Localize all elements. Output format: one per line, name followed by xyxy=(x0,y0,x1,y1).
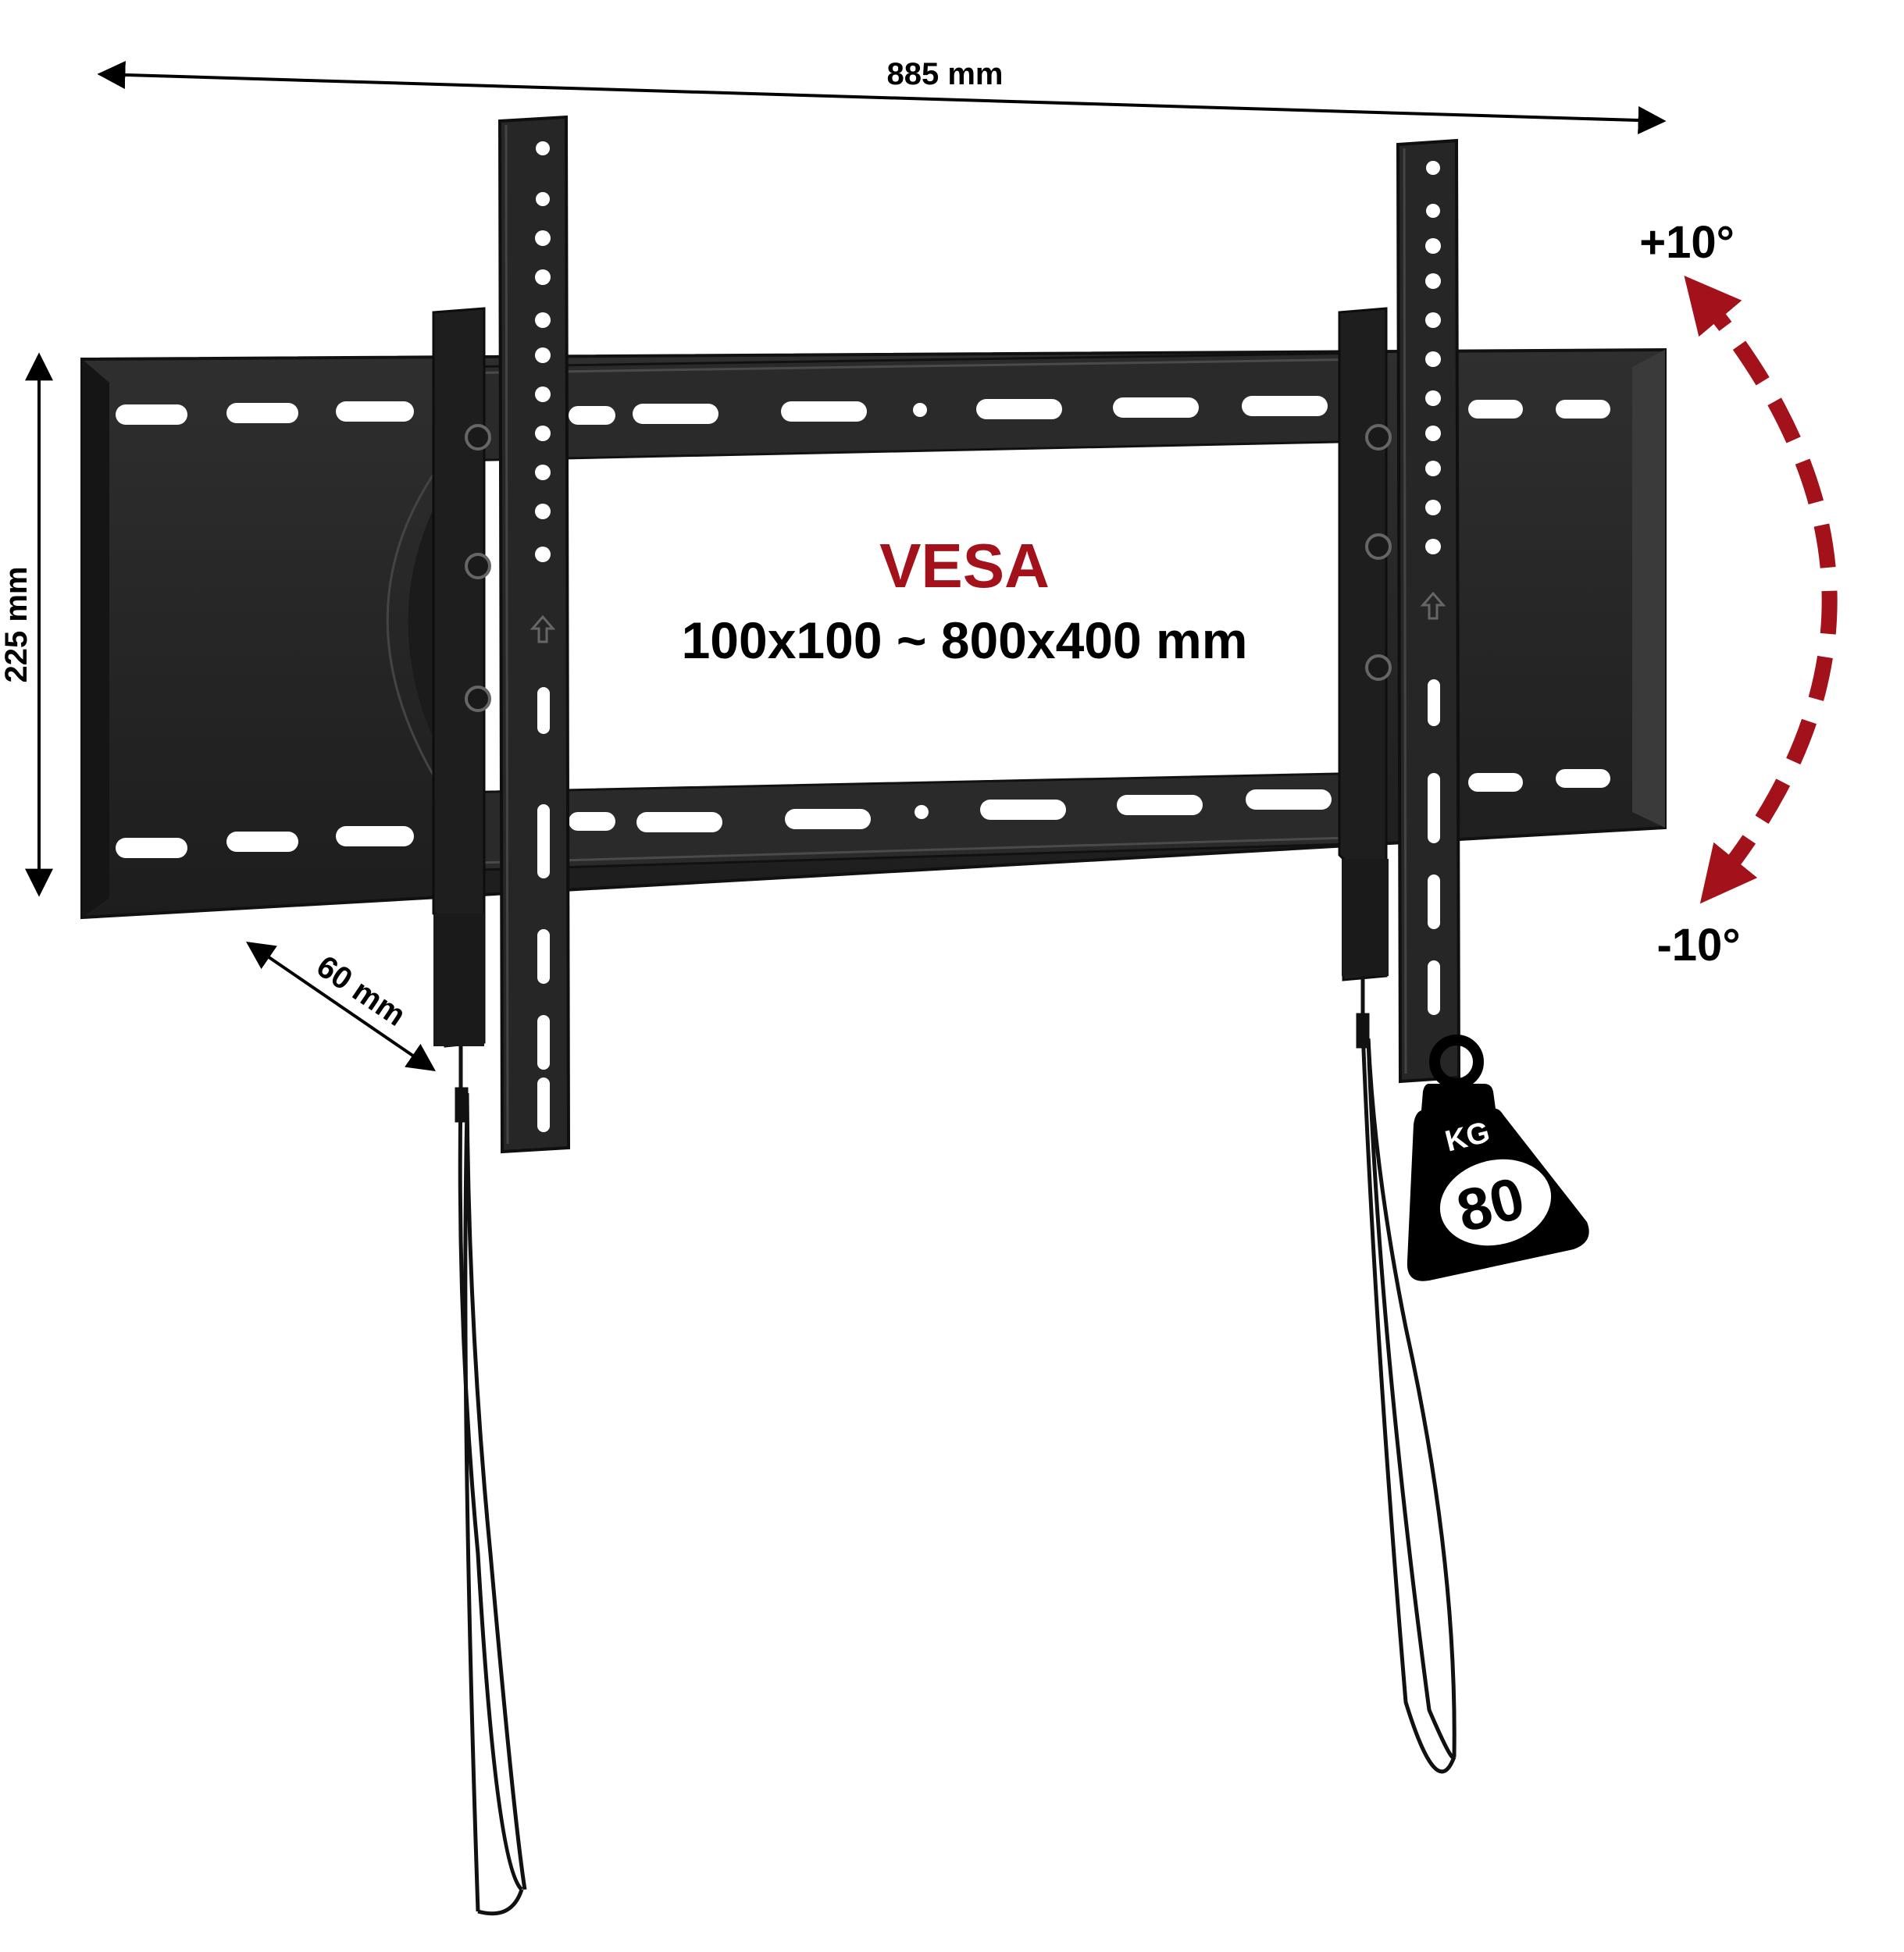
right-pull-cord xyxy=(1356,976,1457,1774)
tilt-down-label: -10° xyxy=(1656,920,1740,971)
height-label: 225 mm xyxy=(0,567,34,683)
load-value: 80 xyxy=(1451,1165,1531,1245)
width-dimension: 885 mm xyxy=(97,57,1667,135)
tilt-range-indicator: +10° -10° xyxy=(1639,217,1838,971)
vesa-title: VESA xyxy=(879,531,1050,600)
width-label: 885 mm xyxy=(887,57,1004,91)
vesa-specification: VESA 100x100 ~ 800x400 mm xyxy=(682,531,1248,669)
weight-icon xyxy=(1407,1035,1589,1281)
tilt-up-label: +10° xyxy=(1639,217,1735,268)
depth-dimension: 60 mm xyxy=(246,941,436,1072)
left-pull-cord xyxy=(455,1046,527,1916)
vesa-range: 100x100 ~ 800x400 mm xyxy=(682,611,1248,669)
max-load-badge: KG 80 xyxy=(1407,1035,1589,1281)
height-dimension: 225 mm xyxy=(0,352,53,897)
right-mounting-arm xyxy=(1338,138,1461,1084)
left-mounting-arm xyxy=(432,115,571,1154)
tilt-arrow-icon xyxy=(1684,275,1838,904)
